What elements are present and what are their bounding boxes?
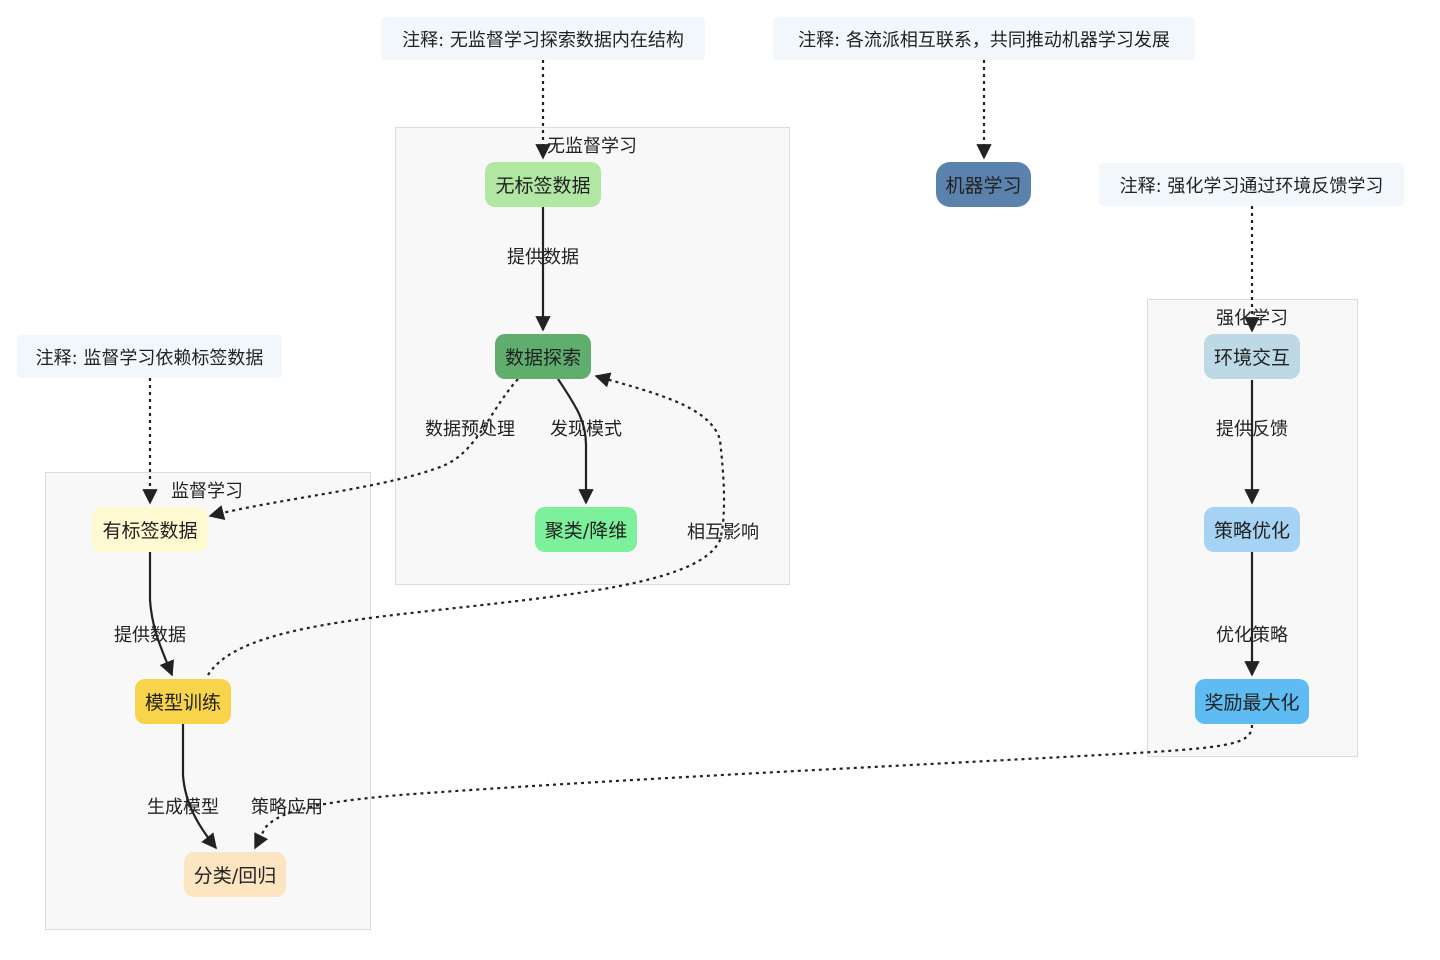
node-clustering[interactable]: 聚类/降维 bbox=[535, 507, 637, 552]
node-policy-optimization[interactable]: 策略优化 bbox=[1204, 507, 1300, 552]
node-labeled-data[interactable]: 有标签数据 bbox=[92, 507, 208, 552]
edge-label-provide-data-supervised: 提供数据 bbox=[114, 625, 186, 646]
edge-label-preprocess: 数据预处理 bbox=[425, 419, 515, 440]
edge-label-discover-patterns: 发现模式 bbox=[550, 419, 622, 440]
node-machine-learning[interactable]: 机器学习 bbox=[936, 162, 1031, 207]
node-classification[interactable]: 分类/回归 bbox=[184, 852, 286, 897]
node-model-training[interactable]: 模型训练 bbox=[135, 679, 231, 724]
edge-labeled-to-training bbox=[148, 551, 175, 677]
node-reward-maximization[interactable]: 奖励最大化 bbox=[1195, 679, 1309, 724]
edge-label-generate-model: 生成模型 bbox=[147, 797, 219, 818]
edge-label-provide-feedback: 提供反馈 bbox=[1216, 419, 1288, 440]
edge-training-to-exploration bbox=[207, 372, 726, 676]
edge-label-mutual-influence: 相互影响 bbox=[687, 522, 759, 543]
note-unsupervised: 注释: 无监督学习探索数据内在结构 bbox=[381, 17, 705, 60]
note-supervised: 注释: 监督学习依赖标签数据 bbox=[17, 335, 282, 378]
edge-exploration-to-labeled bbox=[208, 378, 519, 521]
group-label-supervised: 监督学习 bbox=[171, 481, 243, 502]
node-data-exploration[interactable]: 数据探索 bbox=[495, 334, 591, 379]
edge-training-to-classification bbox=[181, 724, 217, 850]
edge-label-optimize-policy: 优化策略 bbox=[1216, 625, 1288, 646]
group-label-unsupervised: 无监督学习 bbox=[547, 136, 637, 157]
edge-label-policy-application: 策略应用 bbox=[251, 797, 323, 818]
note-schools: 注释: 各流派相互联系，共同推动机器学习发展 bbox=[773, 17, 1195, 60]
note-reinforcement: 注释: 强化学习通过环境反馈学习 bbox=[1099, 163, 1404, 206]
edge-exploration-to-clustering bbox=[557, 378, 594, 505]
edge-label-provide-data-unsupervised: 提供数据 bbox=[507, 247, 579, 268]
node-environment[interactable]: 环境交互 bbox=[1204, 334, 1300, 379]
edge-reward-to-classification bbox=[254, 724, 1254, 850]
node-unlabeled-data[interactable]: 无标签数据 bbox=[485, 162, 601, 207]
